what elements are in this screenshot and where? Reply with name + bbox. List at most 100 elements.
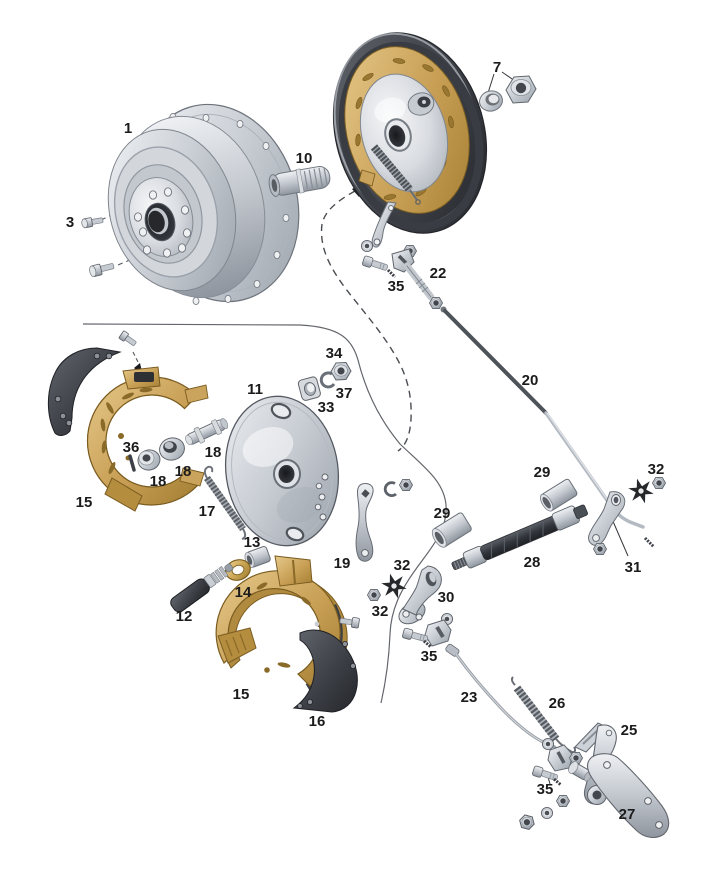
bolt-35 [361,255,390,274]
part-label-11-10: 11 [247,381,263,398]
hex-nut [399,478,413,492]
return-spring-17 [203,465,247,540]
part-label-34-7: 34 [326,345,343,362]
part-label-30-26: 30 [438,589,455,606]
backing-plate-11 [224,395,340,547]
cable-end-12 [170,563,234,613]
bushing-18a [137,449,161,471]
part-label-15-15: 15 [76,494,93,511]
cotter-pin [643,536,656,549]
part-label-27-34: 27 [619,806,636,823]
c-clip [383,481,397,497]
ring-washer [541,737,555,751]
brake-lining-16 [292,629,358,713]
hub-bolt [81,217,104,229]
adjuster-wedge-tab [358,169,376,187]
hub-bolt [89,263,115,278]
cable-clevis [424,619,460,657]
wheel-cylinder-boss [407,92,435,116]
brake-shoe-upper-15 [86,366,209,512]
splined-sleeve [268,166,331,197]
part-label-25-32: 25 [621,722,638,739]
square-washer-33 [297,376,321,401]
part-label-28-27: 28 [524,554,541,571]
spring-pin [423,639,432,649]
adjuster-clevis-22 [391,248,443,310]
brake-lining-upper [47,347,122,436]
spacer-sleeve-29a [539,478,578,512]
part-label-32-24: 32 [394,557,411,574]
gold-washer-14 [225,559,251,581]
actuating-lever-19 [355,483,374,562]
part-label-35-29: 35 [421,648,438,665]
part-label-26-31: 26 [549,695,566,712]
spring-pin [386,268,397,279]
shoe-anchor-insert [134,372,154,382]
shoe-web-slots [100,387,153,474]
pivot-pin-18c [185,418,229,446]
part-label-36-11: 36 [123,439,140,456]
part-label-15-36: 15 [233,686,250,703]
hex-nut-32 [652,476,666,490]
part-label-18-13: 18 [175,463,192,480]
return-spring-26 [510,676,577,754]
part-label-18-14: 18 [205,444,222,461]
part-label-32-23: 32 [648,461,665,478]
hex-nut [556,794,570,808]
ring-washer [540,806,554,820]
part-label-1-0: 1 [124,120,132,137]
section-divider-curve [82,323,447,704]
adjuster-rod-28 [451,504,588,570]
part-label-23-30: 23 [461,689,478,706]
part-label-17-16: 17 [199,503,216,520]
part-label-32-25: 32 [372,603,389,620]
hub-bolt-holes [133,187,192,258]
mounting-bracket-27 [586,753,670,839]
hex-nut [593,542,607,556]
pin-36 [128,454,136,472]
part-label-20-6: 20 [522,372,539,389]
hex-nut-bottom [517,813,537,831]
bushing-18b [159,437,185,461]
part-label-31-28: 31 [625,559,642,576]
spring-pin [553,777,562,787]
part-label-35-4: 35 [388,278,405,295]
part-label-13-17: 13 [244,534,261,551]
star-lock-washer-32 [625,477,657,505]
axle-hex-nut [505,75,537,104]
plate-slot-top [270,402,292,420]
plate-side-holes [314,473,329,521]
lever-clevis [547,744,574,772]
star-lock-washer-32b [378,572,410,600]
part-number-labels: 1310735222034373311361818181517131412192… [66,59,665,823]
ring-washer [360,239,374,253]
part-label-3-1: 3 [66,214,74,231]
part-label-7-3: 7 [493,59,501,76]
hub-opening [384,118,412,152]
plate-slot-bottom [285,526,305,542]
parking-lever-arm [371,201,397,248]
part-label-37-8: 37 [336,385,353,402]
part-label-19-20: 19 [334,555,351,572]
part-label-10-2: 10 [296,150,313,167]
lock-clip-37 [319,371,336,389]
part-label-33-9: 33 [318,399,335,416]
pivot-pin-25 [568,761,592,782]
part-label-12-19: 12 [176,608,193,625]
brake-drum [107,103,300,305]
part-label-14-18: 14 [235,584,252,601]
spacer-sleeve-29b [431,512,472,548]
hex-nut-32b [367,588,381,602]
shoe-hold-bolt [118,330,137,346]
shoe-return-spring [370,144,421,205]
part-label-29-21: 29 [534,464,551,481]
part-label-29-22: 29 [434,505,451,522]
part-label-35-33: 35 [537,781,554,798]
shaft-lever-30 [398,565,442,625]
part-label-16-35: 16 [309,713,326,730]
bushing-13 [244,546,271,569]
assembled-backing-plate [332,32,488,248]
shoe-bolt-16 [339,617,360,629]
